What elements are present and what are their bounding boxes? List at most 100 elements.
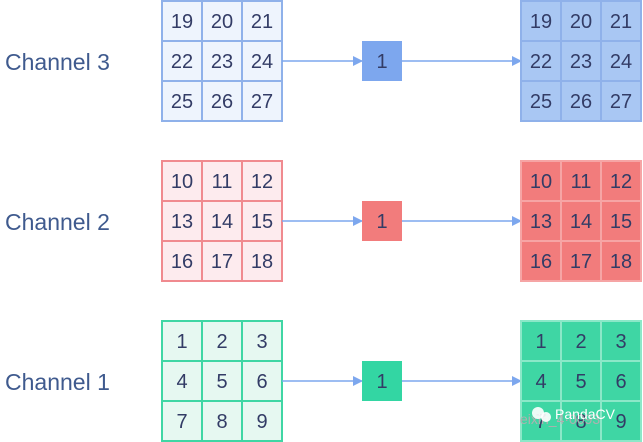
- output-cell-value: 5: [575, 371, 586, 393]
- input-cell: [241, 400, 283, 442]
- output-cell-value: 18: [610, 251, 632, 273]
- input-cell-value: 3: [256, 331, 267, 353]
- input-cell: [161, 400, 203, 442]
- input-cell-value: 10: [171, 171, 193, 193]
- input-cell-value: 15: [251, 211, 273, 233]
- output-cell-value: 20: [570, 11, 592, 33]
- output-cell: [600, 240, 642, 282]
- output-cell-value: 4: [535, 371, 546, 393]
- output-cell: [600, 360, 642, 402]
- channel-label: Channel 2: [5, 209, 110, 235]
- input-cell-value: 26: [211, 91, 233, 113]
- input-cell-value: 9: [256, 411, 267, 433]
- channel-row: Channel 3 19 20 21 22 23 24 25 26 27 1 19 20 21 22 23 24…: [5, 0, 642, 122]
- channel-row: Channel 2 10 11 12 13 14 15 16 17 18 1 10 11 12 13 14 15…: [5, 160, 642, 282]
- output-cell-value: 17: [570, 251, 592, 273]
- kernel-value: 1: [376, 51, 387, 73]
- input-cell-value: 27: [251, 91, 273, 113]
- input-cell: [241, 240, 283, 282]
- input-cell-value: 8: [216, 411, 227, 433]
- input-cell-value: 21: [251, 11, 273, 33]
- input-cell-value: 20: [211, 11, 233, 33]
- channel-label: Channel 1: [5, 369, 110, 395]
- output-cell-value: 22: [530, 51, 552, 73]
- output-cell: [600, 0, 642, 42]
- output-cell-value: 25: [530, 91, 552, 113]
- watermark-text: PandaCV: [555, 406, 616, 422]
- input-cell-value: 22: [171, 51, 193, 73]
- output-cell: [520, 80, 562, 122]
- output-grid: 10 11 12 13 14 15 16 17 18: [520, 160, 642, 282]
- output-cell-value: 11: [571, 171, 592, 193]
- output-cell-value: 27: [610, 91, 632, 113]
- input-cell-value: 19: [171, 11, 193, 33]
- output-cell-value: 3: [615, 331, 626, 353]
- output-cell: [560, 0, 602, 42]
- output-cell-value: 15: [610, 211, 632, 233]
- input-cell: [201, 240, 243, 282]
- input-cell: [161, 160, 203, 202]
- input-cell: [241, 160, 283, 202]
- output-cell-value: 10: [530, 171, 552, 193]
- input-grid: 10 11 12 13 14 15 16 17 18: [161, 160, 283, 282]
- kernel-box: [362, 201, 402, 241]
- watermark: eixin_4·0093 PandaCV: [520, 406, 616, 427]
- input-cell-value: 18: [251, 251, 273, 273]
- output-cell-value: 26: [570, 91, 592, 113]
- channel-label: Channel 3: [5, 49, 110, 75]
- output-grid: 19 20 21 22 23 24 25 26 27: [520, 0, 642, 122]
- output-cell: [520, 160, 562, 202]
- output-cell: [520, 360, 562, 402]
- kernel-value: 1: [376, 211, 387, 233]
- input-cell-value: 11: [212, 171, 233, 193]
- input-cell: [161, 80, 203, 122]
- wechat-icon: [532, 407, 551, 422]
- input-cell: [241, 320, 283, 362]
- input-cell-value: 2: [216, 331, 227, 353]
- output-cell-value: 23: [570, 51, 592, 73]
- input-cell-value: 24: [251, 51, 273, 73]
- input-cell-value: 4: [176, 371, 187, 393]
- input-cell-value: 17: [211, 251, 233, 273]
- output-cell: [560, 160, 602, 202]
- output-cell-value: 6: [615, 371, 626, 393]
- output-cell-value: 7: [535, 411, 546, 433]
- input-cell-value: 23: [211, 51, 233, 73]
- output-cell-value: 16: [530, 251, 552, 273]
- input-cell-value: 25: [171, 91, 193, 113]
- input-grid: 19 20 21 22 23 24 25 26 27: [161, 0, 283, 122]
- kernel-box: [362, 41, 402, 81]
- output-cell: [600, 40, 642, 82]
- output-cell-value: 24: [610, 51, 632, 73]
- input-cell: [241, 80, 283, 122]
- output-cell-value: 12: [610, 171, 632, 193]
- kernel-value: 1: [376, 371, 387, 393]
- output-cell: [600, 320, 642, 362]
- kernel-box: [362, 361, 402, 401]
- input-cell: [201, 80, 243, 122]
- input-cell-value: 13: [171, 211, 193, 233]
- output-cell: [560, 360, 602, 402]
- output-cell: [600, 160, 642, 202]
- input-cell-value: 1: [176, 331, 187, 353]
- input-cell-value: 5: [216, 371, 227, 393]
- input-cell-value: 12: [251, 171, 273, 193]
- output-cell-value: 21: [610, 11, 632, 33]
- output-cell-value: 19: [530, 11, 552, 33]
- output-cell-value: 14: [570, 211, 592, 233]
- input-cell-value: 16: [171, 251, 193, 273]
- output-cell-value: 1: [535, 331, 546, 353]
- input-cell-value: 6: [256, 371, 267, 393]
- input-cell: [201, 360, 243, 402]
- output-cell: [600, 400, 642, 442]
- output-cell-value: 9: [615, 411, 626, 433]
- output-cell: [600, 80, 642, 122]
- output-cell-value: 13: [530, 211, 552, 233]
- input-cell: [161, 200, 203, 242]
- input-cell-value: 14: [211, 211, 233, 233]
- output-cell-value: 2: [575, 331, 586, 353]
